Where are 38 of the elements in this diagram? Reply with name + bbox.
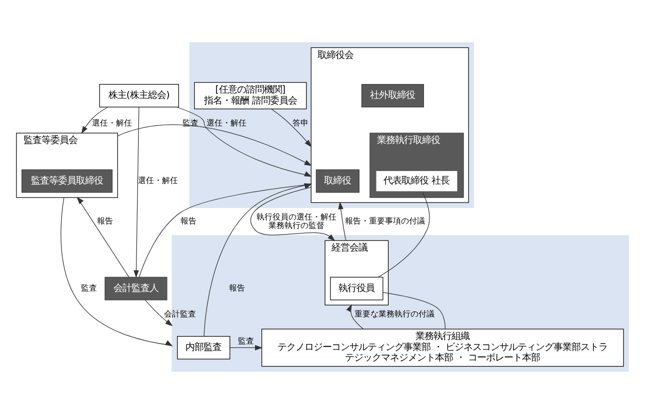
edge-label: 答申 <box>292 117 308 128</box>
node-box: 業務執行組織 テクノロジーコンサルティング事業部 ・ ビジネスコンサルティング事業部ストラテジックマネジメント本部 ・ コーポレート本部 <box>261 328 624 366</box>
connector <box>378 192 430 277</box>
edge-label: 選任・解任 <box>206 117 246 128</box>
arrow <box>250 186 336 241</box>
arrow <box>60 196 173 346</box>
node-box: 内部監査 <box>177 336 230 359</box>
edge-label: 報告 <box>96 215 113 226</box>
edge-label: 監査 <box>238 335 254 346</box>
edge-label: 会計監査 <box>164 308 196 318</box>
edge-label: 監査 <box>81 282 98 292</box>
node-box: 取締役 <box>316 168 360 192</box>
arrow <box>346 304 364 329</box>
edge-label: 執行役員の選任・解任業務執行の監督 <box>256 210 336 230</box>
connector <box>382 292 446 329</box>
edge-label: 報告・重要事項の付議 <box>344 215 425 226</box>
arrow <box>271 108 312 147</box>
node-box: [任意の諮問機関] 指名・報酬 諮問委員会 <box>194 82 307 109</box>
cluster <box>189 42 474 208</box>
arrow <box>176 106 312 176</box>
node-box: 株主(株主総会) <box>99 84 179 107</box>
arrow <box>230 344 263 350</box>
edge-label: 監査 <box>182 117 198 128</box>
edge-label: 報告 <box>229 282 246 292</box>
arrow <box>144 299 173 326</box>
arrow <box>117 124 312 166</box>
edge-label: 選任・解任 <box>138 174 178 185</box>
arrow <box>134 106 140 278</box>
edge-label: 選任・解任 <box>92 117 132 128</box>
arrow <box>338 201 346 240</box>
node-box: 社外取締役 <box>361 84 424 107</box>
node-box: 監査等委員取締役 <box>22 168 113 192</box>
edge-label: 報告 <box>180 215 196 226</box>
edge-label: 重要な業務執行の付議 <box>354 308 435 318</box>
arrow <box>81 106 108 134</box>
arrow <box>76 196 130 277</box>
node-box: 執行役員 <box>330 276 384 300</box>
node-box: 会計監査人 <box>104 276 168 300</box>
